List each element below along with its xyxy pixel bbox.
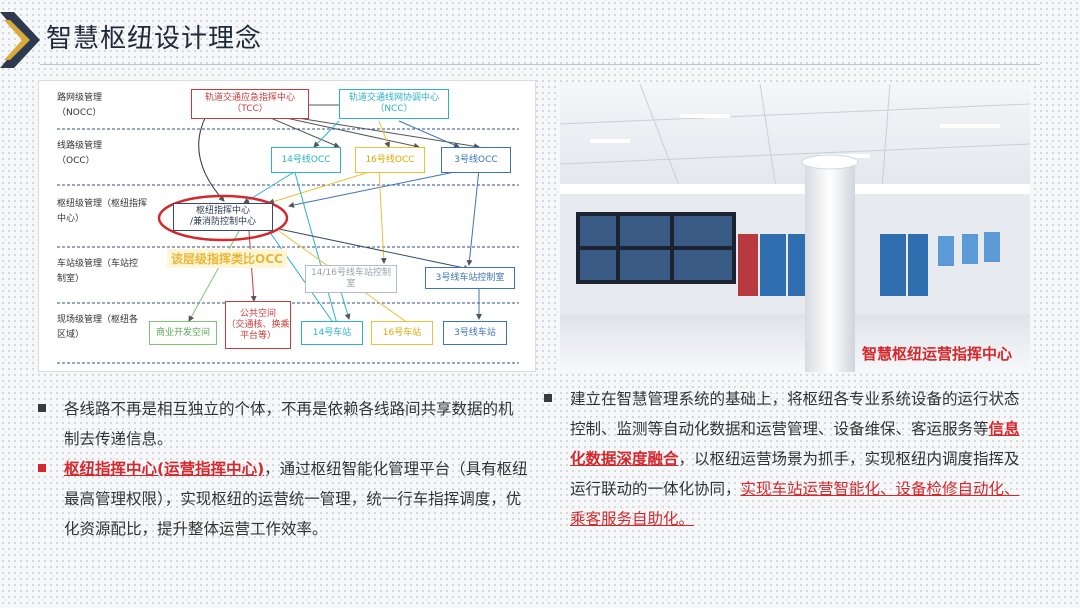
chevron-icon <box>0 12 40 68</box>
command-center-photo: 智慧枢纽运营指挥中心 <box>560 84 1030 372</box>
management-diagram: 路网级管理（NOCC） 线路级管理（OCC） 枢纽级管理（枢纽指挥中心） 车站级… <box>38 80 536 372</box>
photo-caption: 智慧枢纽运营指挥中心 <box>861 345 1012 363</box>
level-station: 车站级管理（车站控制室） <box>57 259 139 284</box>
node-station-14: 14号车站 <box>301 321 363 345</box>
diagram-callout: 该层级指挥类比OCC <box>167 249 287 268</box>
goals-underline: 实现车站运营智能化、设备检修自动化、乘客服务自助化。 <box>570 480 1020 528</box>
left-bullet-list: 各线路不再是相互独立的个体，不再是依赖各线路间共享数据的机制去传递信息。 枢纽指… <box>38 394 528 544</box>
node-station-14-16: 14/16号线车站控制 室 <box>305 265 397 293</box>
right-bullet-list: 建立在智慧管理系统的基础上，将枢纽各专业系统设备的运行状态控制、监测等自动化数据… <box>544 384 1034 534</box>
node-commercial: 商业开发空间 <box>149 321 217 345</box>
bullet-square-icon <box>544 394 552 402</box>
node-tcc: 轨道交通应急指挥中心 （TCC） <box>191 89 309 119</box>
command-center-illustration <box>560 84 1030 372</box>
node-occ-3: 3号线OCC <box>441 147 511 173</box>
left-bullet-2: 枢纽指挥中心(运营指挥中心)，通过枢纽智能化管理平台（具有枢纽最高管理权限），实… <box>38 454 528 544</box>
node-hub-center: 枢纽指挥中心 /兼消防控制中心 <box>173 203 273 231</box>
node-station-16: 16号车站 <box>371 321 433 345</box>
node-ncc: 轨道交通线网协调中心 （NCC） <box>339 89 449 119</box>
node-station-3-line: 3号线车站 <box>443 321 507 345</box>
level-hub: 枢纽级管理（枢纽指挥中心） <box>57 199 148 224</box>
level-road-network: 路网级管理（NOCC） <box>57 93 103 118</box>
node-public-space: 公共空间 （交通核、换乘 平台等） <box>225 301 291 349</box>
node-station-3: 3号线车站控制室 <box>425 267 515 289</box>
level-line: 线路级管理（OCC） <box>57 141 103 166</box>
hub-center-highlight: 枢纽指挥中心(运营指挥中心) <box>64 460 265 478</box>
bullet-square-icon <box>38 464 46 472</box>
bullet-square-icon <box>38 404 46 412</box>
node-occ-16: 16号线OCC <box>355 147 425 173</box>
right-bullet-1: 建立在智慧管理系统的基础上，将枢纽各专业系统设备的运行状态控制、监测等自动化数据… <box>544 384 1034 534</box>
title-divider <box>40 64 1040 65</box>
page-title: 智慧枢纽设计理念 <box>46 24 263 54</box>
level-field: 现场级管理（枢纽各区域） <box>57 315 139 340</box>
left-bullet-1: 各线路不再是相互独立的个体，不再是依赖各线路间共享数据的机制去传递信息。 <box>38 394 528 454</box>
node-occ-14: 14号线OCC <box>271 147 341 173</box>
data-fusion-highlight: 信息化数据深度融合 <box>570 420 1020 468</box>
